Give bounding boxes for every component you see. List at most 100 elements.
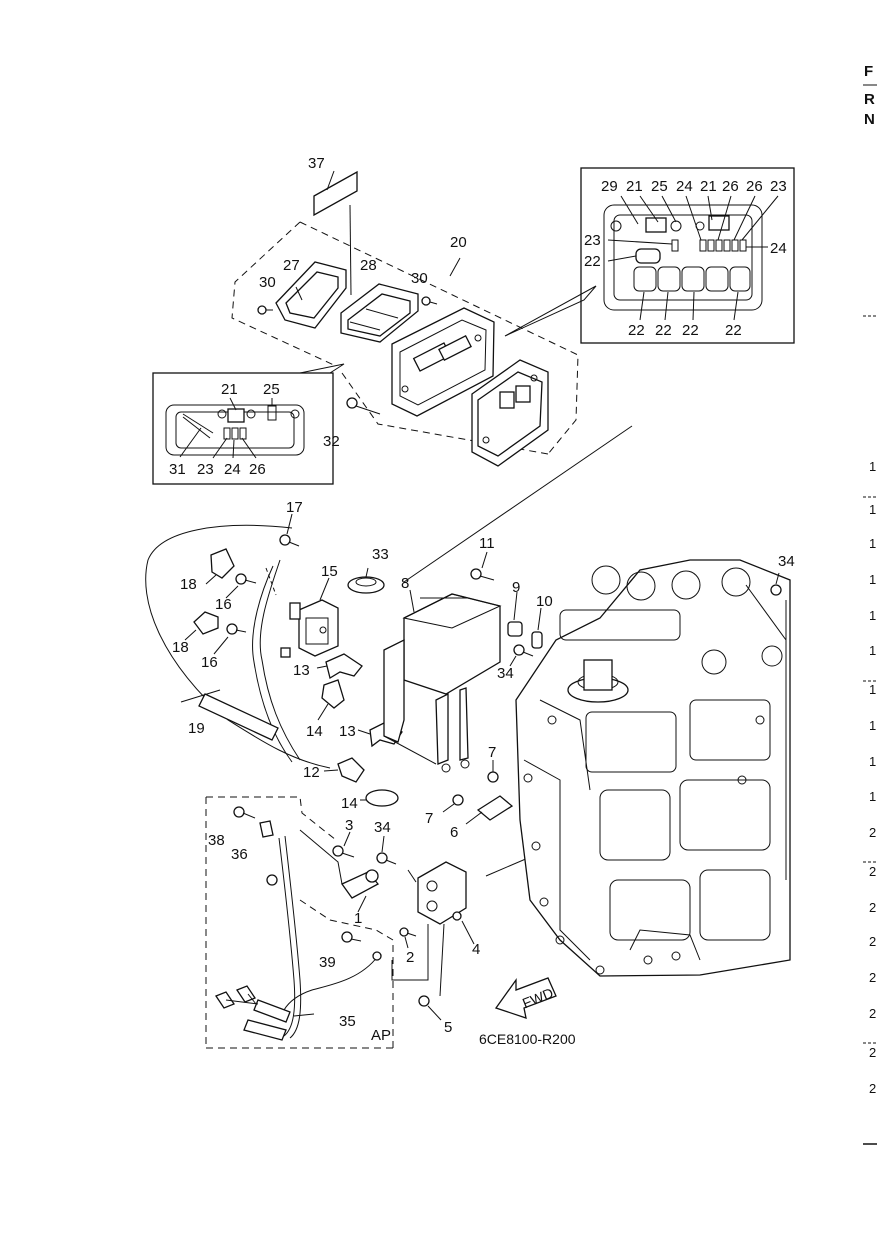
edge-number: 2 [869,1081,876,1096]
part-7-bolt [487,760,499,783]
part-34-bolt [509,644,534,667]
callout-21: 21 [700,178,717,195]
edge-number: 1 [869,608,876,623]
part-16-bolt [225,573,257,599]
edge-letter-f: F [864,63,873,80]
part-18-terminal-cap [205,548,235,585]
callout-23: 23 [584,232,601,249]
part-18-terminal-cap [184,611,219,641]
callout-35: 37 [308,155,325,172]
callout-22: 22 [655,322,672,339]
part-15-starter-relay [280,577,339,658]
callout-22: 22 [725,322,742,339]
edge-number: 2 [869,825,876,840]
part-36-terminal [259,820,274,838]
part-11-bolt [470,551,495,581]
ap-region: AP [205,796,394,1049]
part-32-bolt [346,397,381,415]
callout-12: 12 [303,764,320,781]
part-35-label-sticker [313,170,358,296]
callout-24: 24 [676,178,693,195]
callout-labels: 37 20 27 28 30 30 32 29 21 25 24 21 26 2… [169,155,795,1036]
part-10-collar [531,607,543,649]
callout-28: 28 [360,257,377,274]
ap-label: AP [371,1027,391,1044]
edge-letter-r: R [864,91,875,108]
callout-16: 16 [201,654,218,671]
callout-26: 26 [249,461,266,478]
edge-number: 1 [869,502,876,517]
callout-22: 22 [628,322,645,339]
callout-25: 25 [651,178,668,195]
edge-number: 1 [869,754,876,769]
part-37-bolt [233,806,256,819]
part-38-bolt [341,931,362,943]
callout-6: 6 [450,824,458,841]
callout-13: 13 [293,662,310,679]
edge-number: 2 [869,864,876,879]
edge-number: 1 [869,572,876,587]
adjacent-page-edge: F R N 1 1 1 1 1 1 1 1 1 1 2 2 2 2 2 2 2 … [863,63,877,1145]
ecm-assembly-group [231,221,579,455]
callout-9: 9 [512,579,520,596]
engine-block [515,559,791,977]
part-19-wire-harness [145,524,331,769]
part-39-battery-cable [215,835,382,1041]
callout-26: 26 [746,178,763,195]
callout-16: 16 [215,596,232,613]
callout-34: 34 [374,819,391,836]
part-17-bolt [279,513,300,547]
callout-4: 4 [472,941,480,958]
callout-29: 29 [601,178,618,195]
callout-21: 21 [221,381,238,398]
edge-number: 1 [869,789,876,804]
callout-21: 21 [626,178,643,195]
edge-number: 2 [869,934,876,949]
callout-31: 31 [169,461,186,478]
part-4-fuse-holder [417,861,475,945]
callout-15: 15 [321,563,338,580]
part-13-clamp [316,653,363,680]
callout-34: 34 [497,665,514,682]
callout-22: 22 [682,322,699,339]
ecm-connector-inset-top-right [504,167,795,344]
forward-arrow: FWD [494,977,557,1019]
edge-number: 2 [869,900,876,915]
part-1-terminal [341,869,380,913]
callout-30: 30 [411,270,428,287]
callout-32: 32 [323,433,340,450]
part-9-spring [507,591,523,637]
callout-10: 10 [536,593,553,610]
part-7-bolt [442,794,464,813]
callout-38: 39 [319,954,336,971]
callout-18: 18 [172,639,189,656]
part-33-grommet [347,567,385,594]
part-34-bolt [376,835,397,865]
part-3-bolt [332,831,355,858]
edge-number: 2 [869,1006,876,1021]
callout-3: 3 [345,817,353,834]
callout-11: 11 [479,535,495,552]
callout-36: 36 [231,846,248,863]
callout-7: 7 [425,810,433,827]
callout-23: 23 [197,461,214,478]
callout-14: 14 [306,723,323,740]
ecm-connector-inset-left [152,363,345,485]
part-14-holder [317,679,345,721]
callout-8: 8 [401,575,409,592]
edge-number: 1 [869,459,876,474]
edge-number: 1 [869,643,876,658]
callout-33: 33 [372,546,389,563]
part-12-clamp [323,757,365,783]
ecm-unit [471,359,549,467]
part-6-bracket [465,795,514,825]
callout-37: 38 [208,832,225,849]
part-2-screw [399,927,417,949]
part-27-cover [275,261,347,329]
part-16-bolt [213,623,247,655]
edge-number: 1 [869,536,876,551]
part-5-bolt [418,995,442,1021]
part-8-bracket [383,589,502,773]
callout-26: 26 [722,178,739,195]
